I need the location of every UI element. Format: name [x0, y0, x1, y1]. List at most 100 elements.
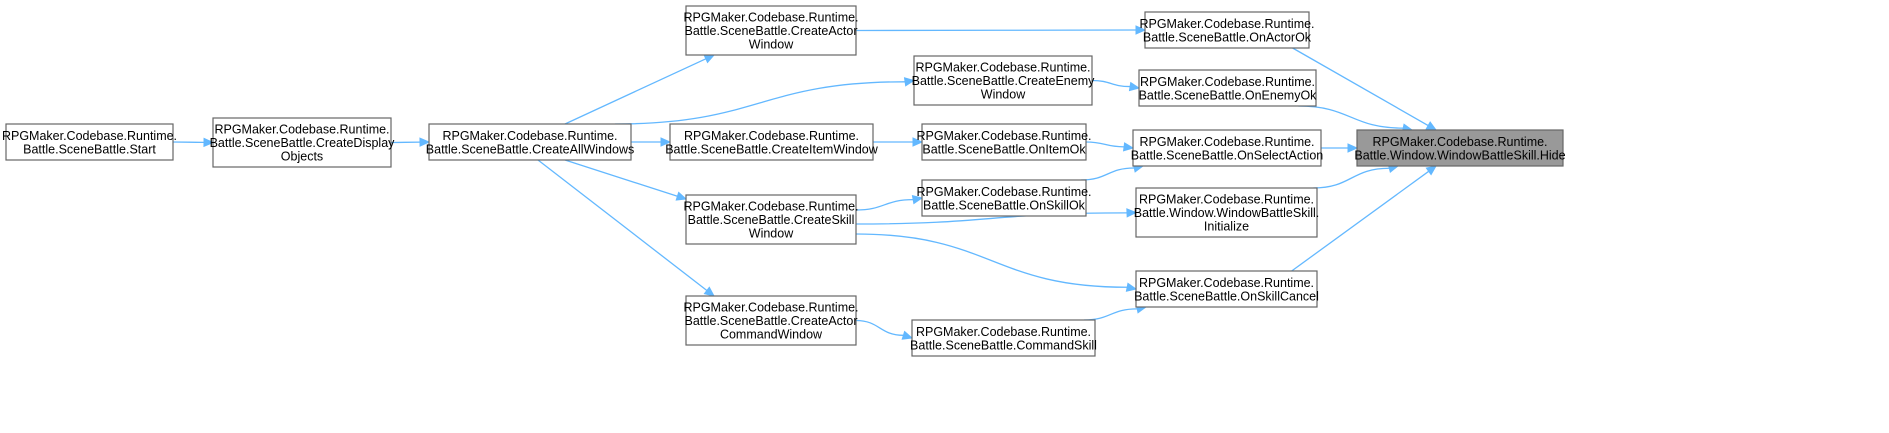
- edge-line: [1313, 167, 1390, 189]
- node-label-line: Window: [749, 227, 794, 241]
- node-hide[interactable]: RPGMaker.Codebase.Runtime.Battle.Window.…: [1354, 129, 1566, 167]
- node-label-line: RPGMaker.Codebase.Runtime.: [1372, 135, 1547, 149]
- node-box: [921, 123, 1087, 161]
- node-label-line: Battle.SceneBattle.OnActorOk: [1143, 30, 1312, 44]
- edge-arrowhead: [703, 54, 716, 64]
- node-on-actor-ok[interactable]: RPGMaker.Codebase.Runtime.Battle.SceneBa…: [1139, 11, 1315, 49]
- edge-arrowhead: [1128, 81, 1141, 92]
- node-label-line: RPGMaker.Codebase.Runtime.: [1140, 75, 1315, 89]
- edge-create-all-to-create-item: [631, 137, 672, 147]
- edge-line: [1085, 141, 1125, 148]
- node-label-line: Objects: [281, 150, 323, 164]
- node-label-line: RPGMaker.Codebase.Runtime.: [683, 200, 858, 214]
- node-label-line: Battle.SceneBattle.CreateActor: [684, 24, 857, 38]
- edge-create-actor-to-on-actor-ok: [855, 25, 1147, 35]
- edge-arrowhead: [703, 286, 715, 297]
- edge-arrowhead: [1122, 142, 1135, 152]
- edges-layer: [172, 25, 1438, 340]
- node-label-line: Initialize: [1204, 220, 1249, 234]
- node-label-line: RPGMaker.Codebase.Runtime.: [684, 129, 859, 143]
- edge-create-skill-to-on-skill-cancel: [855, 233, 1138, 292]
- node-label-line: RPGMaker.Codebase.Runtime.: [916, 325, 1091, 339]
- node-on-skill-ok[interactable]: RPGMaker.Codebase.Runtime.Battle.SceneBa…: [916, 179, 1092, 217]
- edge-arrowhead: [203, 137, 215, 148]
- edge-line: [1291, 170, 1430, 272]
- node-box: [1135, 187, 1318, 238]
- node-create-enemy[interactable]: RPGMaker.Codebase.Runtime.Battle.SceneBa…: [912, 55, 1095, 106]
- node-box: [212, 117, 392, 168]
- node-on-select-action[interactable]: RPGMaker.Codebase.Runtime.Battle.SceneBa…: [1131, 129, 1324, 167]
- node-label-line: RPGMaker.Codebase.Runtime.: [916, 129, 1091, 143]
- edge-line: [564, 159, 678, 197]
- node-create-all[interactable]: RPGMaker.Codebase.Runtime.Battle.SceneBa…: [426, 123, 634, 161]
- node-label-line: RPGMaker.Codebase.Runtime.: [442, 129, 617, 143]
- node-box: [1135, 270, 1318, 308]
- edge-arrowhead: [912, 137, 924, 147]
- node-label-line: RPGMaker.Codebase.Runtime.: [916, 185, 1091, 199]
- node-label-line: RPGMaker.Codebase.Runtime.: [2, 129, 177, 143]
- node-label-line: Battle.SceneBattle.OnSelectAction: [1131, 148, 1324, 162]
- edge-on-enemy-ok-to-hide: [1298, 105, 1414, 133]
- node-label-line: Window: [749, 38, 794, 52]
- node-command-skill[interactable]: RPGMaker.Codebase.Runtime.Battle.SceneBa…: [910, 319, 1097, 357]
- node-label-line: Battle.SceneBattle.OnSkillCancel: [1134, 289, 1319, 303]
- node-box: [685, 295, 857, 346]
- node-label-line: Battle.SceneBattle.CreateItemWindow: [665, 142, 879, 156]
- node-box: [921, 179, 1087, 217]
- edge-arrowhead: [675, 191, 688, 201]
- node-box: [685, 5, 857, 56]
- node-on-item-ok[interactable]: RPGMaker.Codebase.Runtime.Battle.SceneBa…: [916, 123, 1092, 161]
- edge-line: [537, 159, 708, 292]
- node-start[interactable]: RPGMaker.Codebase.Runtime.Battle.SceneBa…: [2, 123, 177, 161]
- node-box: [1356, 129, 1564, 167]
- edge-create-all-to-create-skill: [564, 159, 688, 201]
- node-label-line: Battle.SceneBattle.CreateDisplay: [210, 136, 396, 150]
- edge-line: [1091, 79, 1131, 88]
- node-create-actor-cmd[interactable]: RPGMaker.Codebase.Runtime.Battle.SceneBa…: [683, 295, 859, 346]
- node-box: [911, 319, 1096, 357]
- node-label-line: RPGMaker.Codebase.Runtime.: [683, 11, 858, 25]
- edge-on-select-action-to-hide: [1321, 143, 1359, 153]
- edge-line: [855, 233, 1128, 288]
- node-initialize[interactable]: RPGMaker.Codebase.Runtime.Battle.Window.…: [1134, 187, 1320, 238]
- node-box: [913, 55, 1093, 106]
- edge-arrowhead: [1347, 143, 1359, 153]
- node-box: [428, 123, 632, 161]
- node-label-line: Battle.Window.WindowBattleSkill.: [1134, 206, 1320, 220]
- edge-line: [1298, 105, 1404, 129]
- node-label-line: Battle.SceneBattle.CreateActor: [684, 314, 857, 328]
- node-create-skill[interactable]: RPGMaker.Codebase.Runtime.Battle.SceneBa…: [683, 194, 859, 245]
- edge-start-to-create-display: [172, 137, 215, 148]
- edge-line: [855, 319, 904, 336]
- node-label-line: Battle.SceneBattle.Start: [23, 142, 156, 156]
- edge-line: [614, 81, 906, 125]
- node-on-enemy-ok[interactable]: RPGMaker.Codebase.Runtime.Battle.SceneBa…: [1138, 69, 1318, 107]
- edge-line: [1292, 47, 1429, 127]
- edge-create-all-to-create-actor-cmd: [537, 159, 715, 297]
- nodes-layer: RPGMaker.Codebase.Runtime.Battle.SceneBa…: [2, 5, 1566, 357]
- node-create-actor[interactable]: RPGMaker.Codebase.Runtime.Battle.SceneBa…: [683, 5, 859, 56]
- node-label-line: CommandWindow: [720, 328, 823, 342]
- node-label-line: Battle.SceneBattle.CreateEnemy: [912, 74, 1095, 88]
- edge-arrowhead: [911, 195, 924, 205]
- node-label-line: RPGMaker.Codebase.Runtime.: [214, 123, 389, 137]
- edge-create-display-to-create-all: [390, 137, 431, 147]
- edge-on-skill-cancel-to-hide: [1291, 165, 1437, 272]
- node-label-line: Battle.SceneBattle.CreateSkill: [688, 213, 855, 227]
- edge-arrowhead: [660, 137, 672, 147]
- node-box: [5, 123, 174, 161]
- node-create-item[interactable]: RPGMaker.Codebase.Runtime.Battle.SceneBa…: [665, 123, 879, 161]
- edge-on-item-ok-to-on-select-action: [1085, 141, 1135, 152]
- node-label-line: Battle.SceneBattle.CreateAllWindows: [426, 142, 634, 156]
- node-on-skill-cancel[interactable]: RPGMaker.Codebase.Runtime.Battle.SceneBa…: [1134, 270, 1319, 308]
- node-label-line: RPGMaker.Codebase.Runtime.: [915, 61, 1090, 75]
- node-label-line: RPGMaker.Codebase.Runtime.: [1139, 135, 1314, 149]
- node-label-line: Window: [981, 88, 1026, 102]
- edge-create-all-to-create-enemy: [614, 77, 916, 125]
- node-create-display[interactable]: RPGMaker.Codebase.Runtime.Battle.SceneBa…: [210, 117, 396, 168]
- node-label-line: Battle.SceneBattle.CommandSkill: [910, 338, 1097, 352]
- node-label-line: Battle.Window.WindowBattleSkill.Hide: [1354, 148, 1565, 162]
- node-box: [1144, 11, 1310, 49]
- edge-arrowhead: [419, 137, 431, 147]
